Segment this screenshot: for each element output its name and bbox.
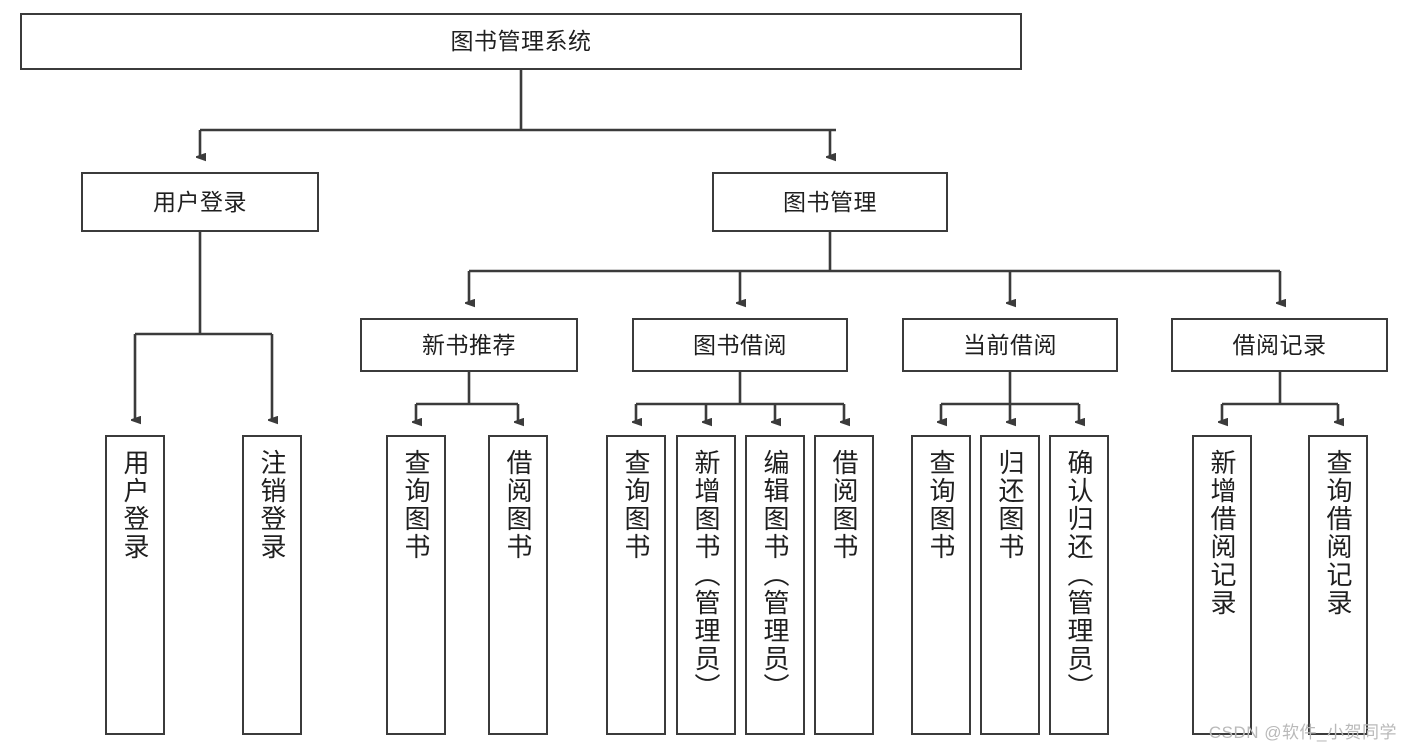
leaf-new-book-query[interactable]: 查询图书 [386,435,446,735]
node-label: 编辑图书（管理员） [760,449,790,701]
leaf-current-query-book[interactable]: 查询图书 [911,435,971,735]
node-label: 新增借阅记录 [1207,449,1237,617]
node-book-management[interactable]: 图书管理 [712,172,948,232]
node-label: 借阅图书 [503,449,533,561]
node-borrow-record[interactable]: 借阅记录 [1171,318,1388,372]
leaf-record-query-borrow-record[interactable]: 查询借阅记录 [1308,435,1368,735]
leaf-record-add-borrow-record[interactable]: 新增借阅记录 [1192,435,1252,735]
node-current-borrow[interactable]: 当前借阅 [902,318,1118,372]
leaf-borrow-edit-book-admin[interactable]: 编辑图书（管理员） [745,435,805,735]
node-book-borrow[interactable]: 图书借阅 [632,318,848,372]
node-label: 用户登录 [120,449,150,561]
node-label: 新增图书（管理员） [691,449,721,701]
leaf-borrow-add-book-admin[interactable]: 新增图书（管理员） [676,435,736,735]
watermark-csdn: CSDN @软件_小贺同学 [1208,723,1397,742]
node-label: 查询图书 [926,449,956,561]
leaf-current-return-book[interactable]: 归还图书 [980,435,1040,735]
node-label: 图书管理系统 [450,28,592,55]
node-label: 确认归还（管理员） [1064,449,1094,701]
leaf-new-book-borrow[interactable]: 借阅图书 [488,435,548,735]
leaf-borrow-borrow-book[interactable]: 借阅图书 [814,435,874,735]
leaf-current-confirm-return-admin[interactable]: 确认归还（管理员） [1049,435,1109,735]
node-label: 借阅记录 [1232,331,1327,358]
node-root-book-management-system[interactable]: 图书管理系统 [20,13,1022,70]
node-label: 新书推荐 [422,331,516,358]
node-label: 图书管理 [783,188,877,215]
node-label: 用户登录 [153,188,247,215]
node-new-book-recommend[interactable]: 新书推荐 [360,318,578,372]
leaf-borrow-query-book[interactable]: 查询图书 [606,435,666,735]
node-label: 归还图书 [995,449,1025,561]
node-label: 查询图书 [621,449,651,561]
node-label: 查询图书 [401,449,431,561]
node-label: 注销登录 [257,449,287,561]
node-user-login[interactable]: 用户登录 [81,172,319,232]
leaf-user-login-signout[interactable]: 注销登录 [242,435,302,735]
leaf-user-login-signin[interactable]: 用户登录 [105,435,165,735]
node-label: 借阅图书 [829,449,859,561]
node-label: 查询借阅记录 [1323,449,1353,617]
node-label: 当前借阅 [963,331,1057,358]
node-label: 图书借阅 [693,331,787,358]
